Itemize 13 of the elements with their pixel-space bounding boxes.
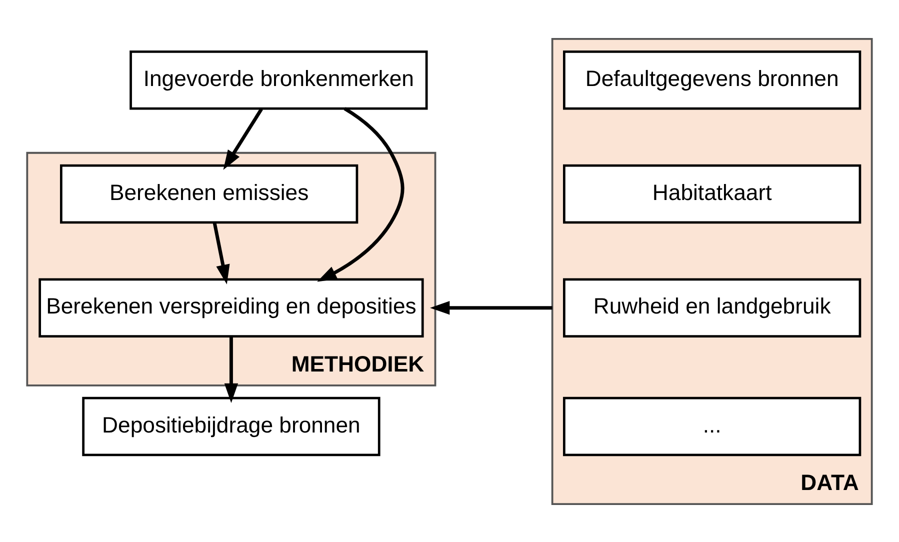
arrow [212, 222, 230, 284]
arrow [223, 108, 263, 170]
arrow [317, 106, 404, 282]
node-box: Defaultgegevens bronnen [563, 50, 862, 110]
node-box: Berekenen emissies [60, 164, 358, 224]
node-box: Berekenen verspreiding en deposities [38, 278, 424, 338]
node-box: Depositiebijdrage bronnen [82, 396, 380, 456]
node-box: Ruwheid en landgebruik [563, 278, 862, 338]
arrow [430, 300, 552, 314]
node-box: ... [563, 396, 862, 456]
arrow [224, 336, 238, 403]
node-box: Ingevoerde bronkenmerken [130, 50, 428, 110]
node-box: Habitatkaart [563, 164, 862, 224]
